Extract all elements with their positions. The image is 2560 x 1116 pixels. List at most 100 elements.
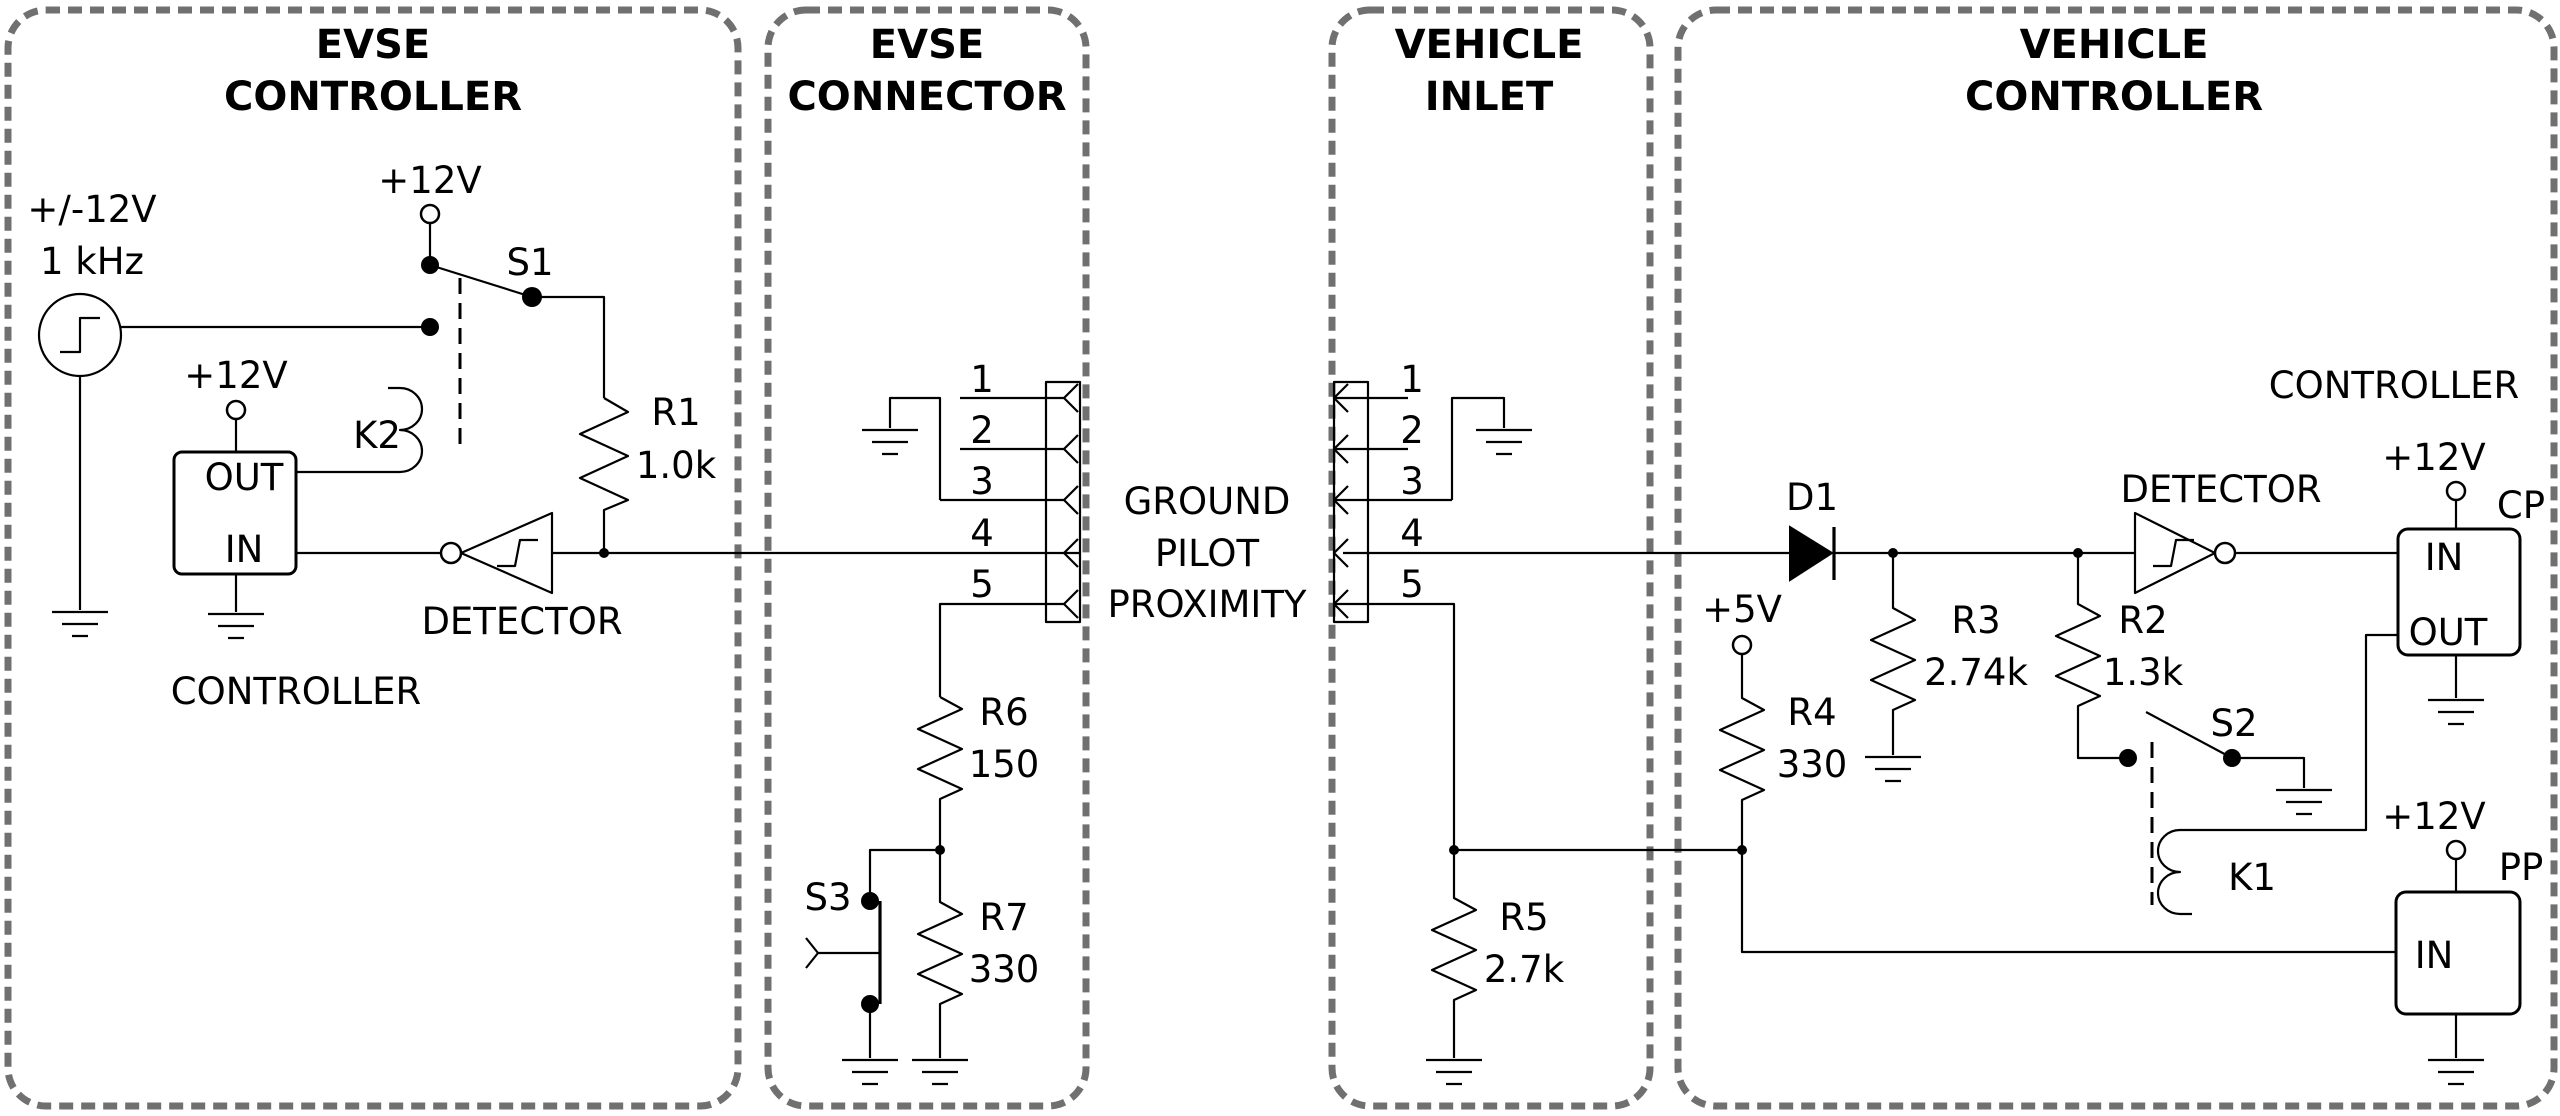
vehicle-controller-label: CONTROLLER — [2269, 364, 2519, 407]
r7-name: R7 — [979, 896, 1028, 939]
evse-ctrl-in-label: IN — [225, 528, 264, 571]
evse-controller-label: CONTROLLER — [171, 670, 421, 713]
s3-label: S3 — [804, 876, 851, 919]
k1-coil-icon — [2156, 828, 2192, 916]
evse-ctrl-out-label: OUT — [205, 456, 284, 499]
ground-signal-label: GROUND — [1124, 480, 1291, 523]
s2-label: S2 — [2210, 702, 2257, 745]
pp-controller-block — [2394, 890, 2522, 1016]
cp-supply-label: +12V — [2382, 436, 2485, 479]
evse-ctrl-supply-terminal-icon — [225, 399, 247, 421]
r3-resistor-icon — [1869, 553, 1917, 755]
cp-controller-block — [2396, 527, 2522, 657]
d1-diode-icon — [1789, 525, 1834, 582]
vehicle-detector-label: DETECTOR — [2120, 468, 2321, 511]
vehicle-inlet-box — [1328, 6, 1654, 1110]
evse-detector-bubble-icon — [439, 541, 463, 565]
s1-label: S1 — [506, 241, 553, 284]
pp-ground-icon — [2428, 1058, 2484, 1086]
evse-detector-icon — [459, 511, 554, 595]
vehicle-schmitt-glyph-icon — [2153, 538, 2194, 568]
vehicle-controller-box — [1674, 6, 2558, 1110]
s1-switch-arm — [429, 263, 533, 299]
k1-label: K1 — [2228, 856, 2276, 899]
pp-supply-label: +12V — [2382, 795, 2485, 838]
vehicle-inlet-title-2: INLET — [1425, 74, 1554, 120]
vehicle-controller-title-2: CONTROLLER — [1965, 74, 2263, 120]
r3-name: R3 — [1951, 599, 2000, 642]
r2-resistor-icon — [2054, 553, 2128, 760]
cp-ground-icon — [2428, 698, 2484, 726]
s2-switch-arm — [2145, 711, 2233, 759]
r4-value: 330 — [1777, 743, 1848, 786]
d1-label: D1 — [1786, 476, 1838, 519]
r2-name: R2 — [2118, 599, 2167, 642]
inlet-pin-5-label: 5 — [1400, 563, 1424, 606]
pilot-signal-label: PILOT — [1155, 532, 1260, 575]
r1-value: 1.0k — [636, 444, 717, 487]
vehicle-inlet-ground-icon — [1476, 428, 1532, 456]
cp-out-label: OUT — [2409, 611, 2488, 654]
s2-contact-a-icon — [2119, 749, 2137, 767]
evse-pin-5-label: 5 — [970, 563, 994, 606]
evse-ctrl-supply-label: +12V — [184, 354, 287, 397]
inlet-pin-3-label: 3 — [1400, 460, 1424, 503]
evse-pin-3-label: 3 — [970, 460, 994, 503]
source-voltage-label: +/-12V — [27, 188, 156, 231]
r1-resistor-icon — [578, 397, 630, 553]
cp-in-label: IN — [2425, 536, 2464, 579]
evse-controller-title-1: EVSE — [316, 22, 430, 68]
r5-ground-icon — [1426, 1058, 1482, 1086]
cp-label: CP — [2497, 484, 2545, 527]
pp-label: PP — [2499, 846, 2544, 889]
r3-ground-icon — [1865, 755, 1921, 783]
evse-controller-title-2: CONTROLLER — [224, 74, 522, 120]
r4-supply-terminal-icon — [1731, 634, 1753, 656]
s1-supply-label: +12V — [378, 159, 481, 202]
evse-ctrl-ground-icon — [208, 612, 264, 640]
evse-connector-title-2: CONNECTOR — [787, 74, 1066, 120]
source-ground-icon — [52, 610, 108, 638]
vehicle-controller-title-1: VEHICLE — [2020, 22, 2209, 68]
r5-resistor-icon — [1430, 850, 1478, 1058]
inlet-pin-2-label: 2 — [1400, 409, 1424, 452]
evse-connector-box — [764, 6, 1090, 1110]
s1-supply-terminal-icon — [419, 203, 441, 225]
r2-value: 1.3k — [2103, 651, 2184, 694]
r6-name: R6 — [979, 691, 1028, 734]
r3-value: 2.74k — [1924, 651, 2028, 694]
pp-supply-terminal-icon — [2445, 839, 2467, 861]
evse-controller-box — [4, 6, 742, 1110]
evse-connector-title-1: EVSE — [870, 22, 984, 68]
source-frequency-label: 1 kHz — [40, 240, 144, 283]
r7-value: 330 — [969, 948, 1040, 991]
k2-label: K2 — [353, 414, 401, 457]
evse-connector-pin-block — [1044, 380, 1082, 624]
s2-ground-icon — [2276, 788, 2332, 816]
s1-contact-b-icon — [421, 318, 439, 336]
r5-name: R5 — [1499, 896, 1548, 939]
s3-contact-a-icon — [861, 892, 879, 910]
evse-connector-ground-icon — [862, 428, 918, 456]
evse-pin-1-label: 1 — [970, 358, 994, 401]
vehicle-inlet-pin-block — [1332, 380, 1370, 624]
inlet-pin-4-label: 4 — [1400, 512, 1424, 555]
r4-supply-label: +5V — [1702, 588, 1782, 631]
evse-connector-pins-icon — [1062, 383, 1079, 619]
r6-value: 150 — [969, 743, 1040, 786]
cp-supply-terminal-icon — [2445, 480, 2467, 502]
r6-resistor-icon — [916, 696, 964, 850]
square-wave-source — [37, 292, 123, 378]
evse-pin-4-label: 4 — [970, 512, 994, 555]
r5-value: 2.7k — [1484, 948, 1565, 991]
pp-in-label: IN — [2415, 934, 2454, 977]
r7-ground-icon — [912, 1058, 968, 1086]
vehicle-inlet-title-1: VEHICLE — [1395, 22, 1584, 68]
s3-actuator-icon — [805, 937, 880, 969]
s3-ground-icon — [842, 1058, 898, 1086]
vehicle-detector-icon — [2133, 511, 2217, 595]
r4-name: R4 — [1787, 691, 1836, 734]
vehicle-detector-bubble-icon — [2213, 541, 2237, 565]
proximity-signal-label: PROXIMITY — [1107, 583, 1306, 626]
